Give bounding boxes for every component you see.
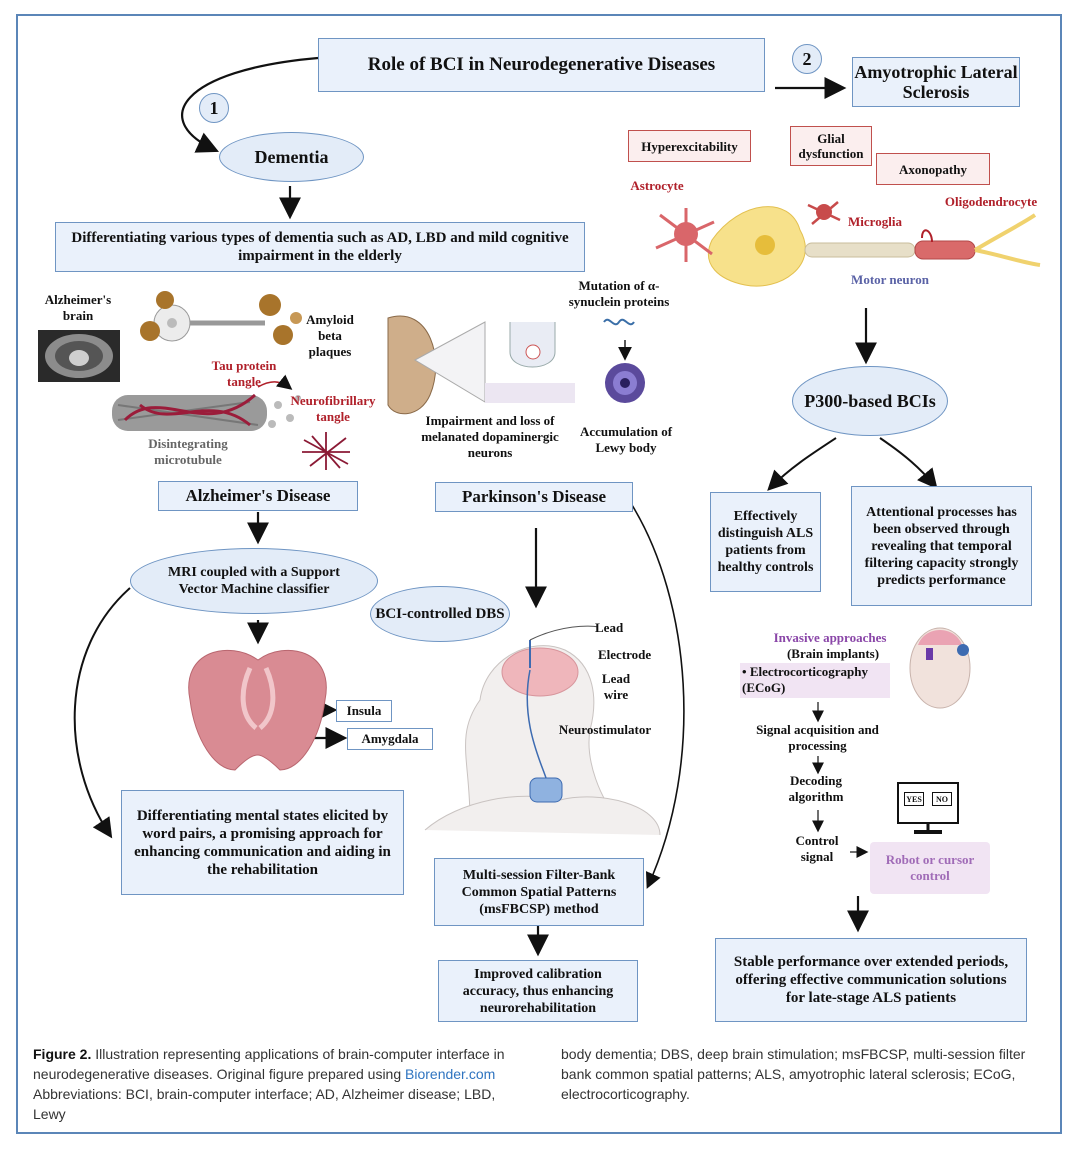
dbs-head-illustration xyxy=(424,625,661,836)
calibration-box: Improved calibration accuracy, thus enha… xyxy=(438,960,638,1022)
insula-label: Insula xyxy=(336,700,392,722)
amygdala-label: Amygdala xyxy=(347,728,433,750)
decoding-label: Decoding algorithm xyxy=(788,773,844,804)
distinguish-box: Effectively distinguish ALS patients fro… xyxy=(710,492,821,592)
neurofibrillary-label: Neurofibrillary tangle xyxy=(290,393,376,424)
caption-right: body dementia; DBS, deep brain stimulati… xyxy=(561,1046,1026,1102)
neuron-plaques-illustration xyxy=(140,291,302,345)
implants-label: (Brain implants) xyxy=(786,646,880,661)
synapse-illustration xyxy=(485,322,575,403)
als-neuron-illustration xyxy=(655,201,1041,287)
yes-button: YES xyxy=(904,792,924,806)
monitor-illustration xyxy=(897,782,959,834)
stable-performance-box: Stable performance over extended periods… xyxy=(715,938,1027,1022)
ecog-highlight xyxy=(740,663,890,698)
mental-states-box: Differentiating mental states elicited b… xyxy=(121,790,404,895)
parkinsons-box: Parkinson's Disease xyxy=(435,482,633,512)
caption-left: Figure 2. Illustration representing appl… xyxy=(33,1046,505,1122)
mutation-label: Mutation of α-synuclein proteins xyxy=(568,278,670,309)
hyperexcitability-box: Hyperexcitability xyxy=(628,130,751,162)
als-box: Amyotrophic Lateral Sclerosis xyxy=(852,57,1020,107)
main-title: Role of BCI in Neurodegenerative Disease… xyxy=(367,54,716,75)
glial-dysfunction-box: Glial dysfunction xyxy=(790,126,872,166)
step-1-badge: 1 xyxy=(199,93,229,123)
control-signal-label: Control signal xyxy=(795,833,839,864)
biorender-link[interactable]: Biorender.com xyxy=(405,1066,496,1082)
caption-label: Figure 2. xyxy=(33,1046,92,1062)
mri-thumbnail xyxy=(38,330,120,382)
ecog-head-illustration xyxy=(909,627,971,709)
p300-oval: P300-based BCIs xyxy=(792,366,948,436)
ad-brain-label: Alzheimer's brain xyxy=(44,292,112,323)
dementia-oval: Dementia xyxy=(219,132,364,182)
dopaminergic-label: Impairment and loss of melanated dopamin… xyxy=(421,413,559,460)
motor-neuron-label: Motor neuron xyxy=(851,272,929,287)
neurostimulator-label: Neurostimulator xyxy=(558,722,652,737)
step-2-badge: 2 xyxy=(792,44,822,74)
dbs-oval: BCI-controlled DBS xyxy=(370,586,510,642)
ecog-label: • Electrocorticography (ECoG) xyxy=(742,664,868,695)
main-title-box: Role of BCI in Neurodegenerative Disease… xyxy=(318,38,765,92)
axonopathy-box: Axonopathy xyxy=(876,153,990,185)
msfbcsp-box: Multi-session Filter-Bank Common Spatial… xyxy=(434,858,644,926)
lead-wire-label: Lead wire xyxy=(601,671,631,702)
no-button: NO xyxy=(932,792,952,806)
dementia-types-box: Differentiating various types of dementi… xyxy=(55,222,585,272)
lewy-body-illustration xyxy=(603,318,645,403)
alzheimers-box: Alzheimer's Disease xyxy=(158,481,358,511)
astrocyte-label: Astrocyte xyxy=(630,178,684,193)
electrode-label: Electrode xyxy=(598,647,652,662)
robot-cursor-box: Robot or cursor control xyxy=(870,842,990,894)
mri-svm-oval: MRI coupled with a Support Vector Machin… xyxy=(130,548,378,614)
attention-box: Attentional processes has been observed … xyxy=(851,486,1032,606)
invasive-label: Invasive approaches xyxy=(773,630,887,645)
amyloid-label: Amyloid beta plaques xyxy=(306,312,354,359)
microtubule-illustration xyxy=(112,374,301,431)
signal-acquisition-label: Signal acquisition and processing xyxy=(756,722,879,753)
oligodendrocyte-label: Oligodendrocyte xyxy=(944,194,1038,209)
lewy-body-label: Accumulation of Lewy body xyxy=(579,424,673,455)
microglia-label: Microglia xyxy=(848,214,902,229)
arrow-title-dementia xyxy=(181,56,319,153)
tau-label: Tau protein tangle xyxy=(211,358,277,389)
coronal-brain-illustration xyxy=(188,649,327,771)
lead-label: Lead xyxy=(595,620,624,635)
tangle-illustration xyxy=(302,432,350,470)
midbrain-illustration xyxy=(387,315,486,415)
microtubule-label: Disintegrating microtubule xyxy=(148,436,228,467)
